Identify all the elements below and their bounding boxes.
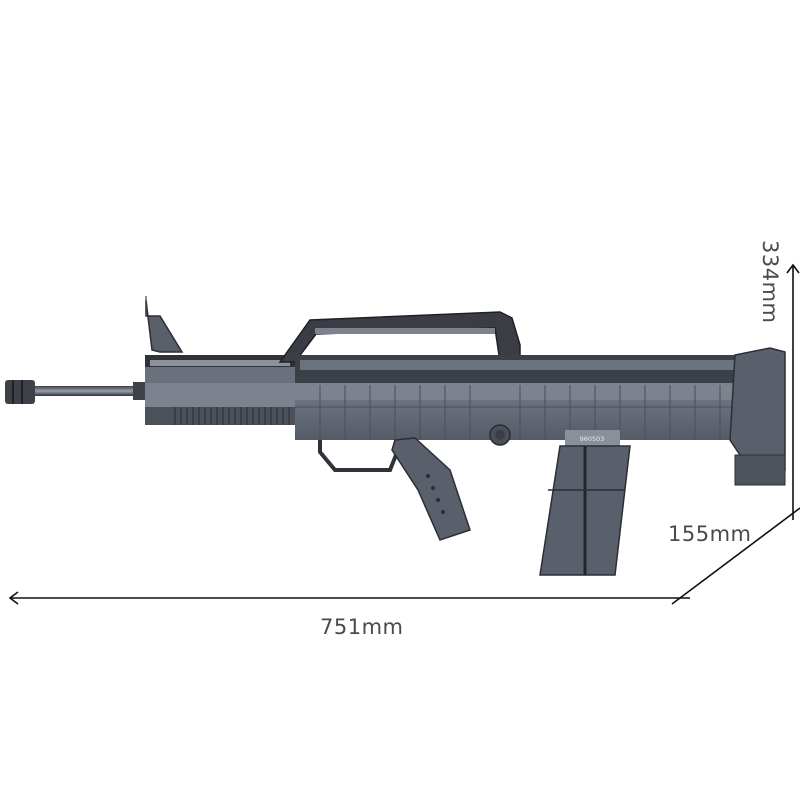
receiver-body (295, 400, 735, 440)
depth-line (671, 507, 800, 605)
buttstock (729, 347, 786, 471)
length-label: 751mm (320, 615, 404, 639)
serial-number: 960503 (579, 435, 605, 443)
muzzle (5, 380, 35, 404)
serial-plate (565, 430, 620, 446)
barrel (35, 386, 135, 396)
depth-label: 155mm (668, 522, 752, 546)
height-label: 334mm (758, 240, 782, 324)
front-sight (145, 299, 184, 353)
trigger-guard (318, 440, 402, 472)
dimension-lines (8, 263, 800, 605)
pistol-grip (391, 437, 471, 541)
carry-handle (278, 311, 521, 363)
